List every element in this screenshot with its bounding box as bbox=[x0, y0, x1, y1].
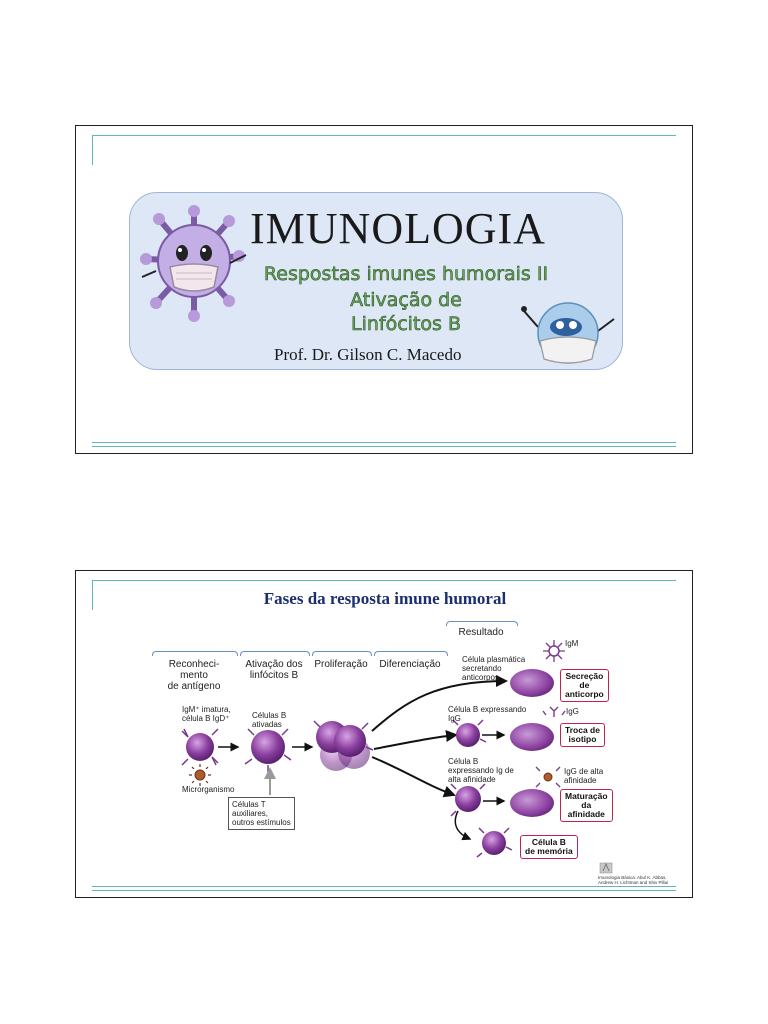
phase-proliferation: Proliferação bbox=[314, 659, 368, 670]
result-bracket bbox=[446, 621, 518, 626]
phase-bracket bbox=[374, 651, 448, 656]
phase-differentiation: Diferenciação bbox=[379, 659, 441, 670]
title-slide: IMUNOLOGIA Respostas imunes humorais II … bbox=[75, 125, 693, 454]
slide-title: IMUNOLOGIA bbox=[250, 204, 546, 253]
igg-label: IgG bbox=[566, 707, 579, 716]
immature-cell-label: IgM⁺ imatura, célula B IgD⁺ bbox=[182, 705, 231, 723]
igg-plasma-cell bbox=[510, 723, 554, 751]
frame-top-line bbox=[92, 135, 676, 136]
frame-left-line bbox=[92, 135, 93, 165]
virus-mascot-icon bbox=[140, 205, 247, 322]
igg-high-affinity-icon bbox=[535, 766, 561, 788]
phase-recognition: Reconheci- mento de antígeno bbox=[167, 659, 221, 692]
memory-b-cell bbox=[476, 827, 513, 858]
immature-b-cell bbox=[181, 728, 219, 766]
frame-top-line bbox=[92, 580, 676, 581]
title-banner: IMUNOLOGIA Respostas imunes humorais II … bbox=[129, 192, 623, 370]
phase-bracket bbox=[152, 651, 238, 656]
frame-left-line bbox=[92, 580, 93, 610]
high-affinity-b-cell bbox=[450, 783, 486, 817]
igg-high-affinity-label: IgG de alta afinidade bbox=[564, 767, 604, 785]
igg-antibody-icon bbox=[542, 706, 566, 717]
igg-b-cell bbox=[452, 719, 487, 747]
activated-b-cell bbox=[244, 728, 292, 772]
plasma-cell bbox=[510, 669, 554, 697]
phase-bracket bbox=[240, 651, 310, 656]
plasma-cell-label: Célula plasmática secretando anticorpos bbox=[462, 655, 526, 682]
source-credit: Imunologia Básica: Abul K. Abbas, Andrew… bbox=[598, 875, 669, 885]
outcome-antibody-secretion: Secreção de anticorpo bbox=[560, 669, 609, 702]
helper-cells-box: Células T auxiliares, outros estímulos bbox=[228, 797, 295, 830]
affinity-cell-label: Célula B expressando Ig de alta afinidad… bbox=[448, 757, 514, 784]
result-header: Resultado bbox=[458, 627, 504, 638]
igm-antibody-icon bbox=[543, 640, 565, 662]
phase-bracket bbox=[312, 651, 372, 656]
outcome-memory-b-cell: Célula B de memória bbox=[520, 835, 578, 859]
publisher-logo-icon bbox=[599, 862, 613, 874]
humoral-response-diagram bbox=[181, 640, 613, 874]
phases-slide: Fases da resposta imune humoral Resultad… bbox=[75, 570, 693, 898]
subtitle-line-2: Ativação de bbox=[350, 289, 462, 312]
affinity-plasma-cell bbox=[510, 789, 554, 817]
igg-cell-label: Célula B expressando IgG bbox=[448, 705, 527, 723]
frame-bottom-line bbox=[92, 886, 676, 891]
phase-activation: Ativação dos linfócitos B bbox=[245, 659, 303, 681]
outcome-isotype-switch: Troca de isotipo bbox=[560, 723, 605, 747]
igm-label: IgM bbox=[565, 639, 579, 648]
proliferating-cells bbox=[313, 720, 374, 771]
slide-title: Fases da resposta imune humoral bbox=[263, 589, 507, 608]
author-name: Prof. Dr. Gilson C. Macedo bbox=[274, 345, 462, 364]
activated-cells-label: Células B ativadas bbox=[252, 711, 287, 729]
microorganism-label: Microrganismo bbox=[182, 785, 235, 794]
subtitle-line-1: Respostas imunes humorais II bbox=[263, 263, 549, 286]
outcome-affinity-maturation: Maturação da afinidade bbox=[560, 789, 613, 822]
frame-bottom-line bbox=[92, 442, 676, 447]
ball-mascot-icon bbox=[521, 302, 615, 364]
microorganism-icon bbox=[189, 764, 211, 786]
subtitle-line-3: Linfócitos B bbox=[351, 313, 462, 336]
